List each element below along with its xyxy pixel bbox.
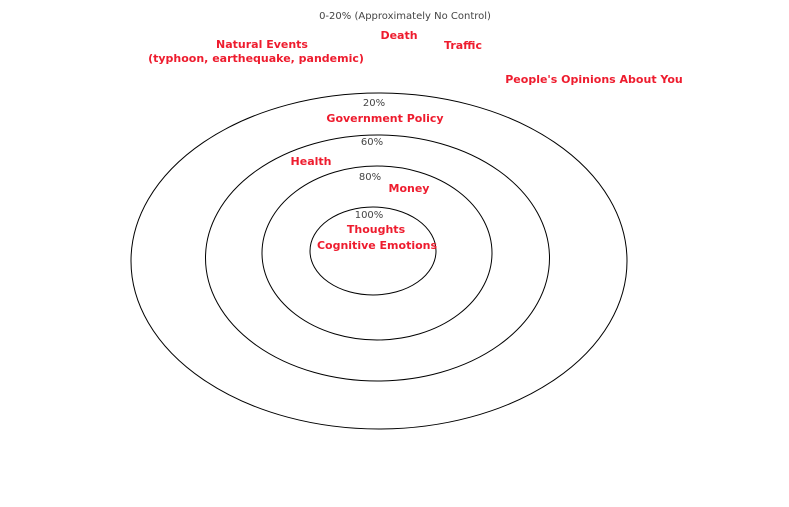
header-note: 0-20% (Approximately No Control) — [319, 11, 491, 22]
ring-100 — [309, 206, 437, 296]
ring-20-percent: 20% — [362, 98, 386, 109]
opinions-label: People's Opinions About You — [505, 73, 683, 86]
traffic-label: Traffic — [444, 39, 482, 52]
health-label: Health — [290, 155, 332, 168]
thoughts-label: Thoughts — [346, 223, 406, 236]
ring-80-percent: 80% — [358, 172, 382, 183]
ring-100-percent: 100% — [354, 210, 384, 221]
ring-60 — [205, 134, 550, 382]
ring-20 — [130, 92, 628, 430]
cognitive-emotions-label: Cognitive Emotions — [316, 239, 438, 252]
natural-events-label: Natural Events — [216, 38, 308, 51]
money-label: Money — [388, 182, 430, 195]
natural-events-detail: (typhoon, earthequake, pandemic) — [148, 52, 364, 65]
ring-80 — [261, 165, 493, 341]
death-label: Death — [380, 29, 418, 42]
government-policy-label: Government Policy — [326, 112, 444, 125]
ring-60-percent: 60% — [360, 137, 384, 148]
